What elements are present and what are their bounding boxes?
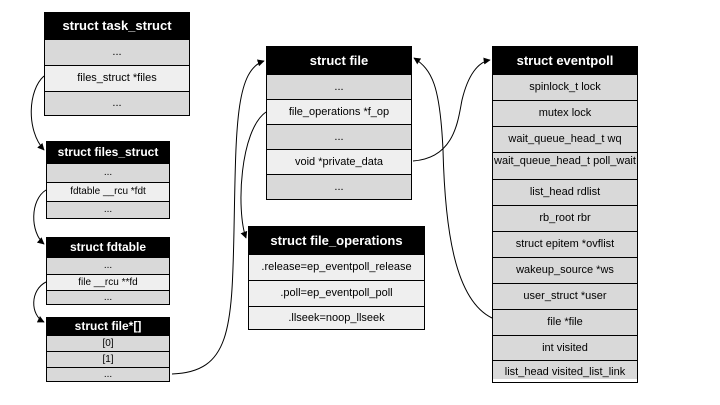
arrow-files-to-files-struct	[30, 75, 45, 151]
task-struct-box: struct task_struct ... files_struct *fil…	[44, 12, 190, 116]
arrow-file-array-to-file	[171, 59, 265, 375]
files-struct-box: struct files_struct ... fdtable __rcu *f…	[46, 141, 170, 219]
file-field-4: ...	[267, 174, 411, 199]
eventpoll-field-ovflist: struct epitem *ovflist	[493, 231, 637, 257]
file-field-0: ...	[267, 74, 411, 99]
files-struct-field-fdt: fdtable __rcu *fdt	[47, 182, 169, 201]
fdtable-field-fd: file __rcu **fd	[47, 274, 169, 290]
eventpoll-field-rbr: rb_root rbr	[493, 205, 637, 231]
file-operations-llseek: .llseek=noop_llseek	[249, 306, 424, 329]
file-title: struct file	[267, 47, 411, 74]
eventpoll-field-mutex: mutex lock	[493, 100, 637, 126]
files-struct-field-0: ...	[47, 163, 169, 182]
file-operations-release: .release=ep_eventpoll_release	[249, 254, 424, 280]
file-operations-poll: .poll=ep_eventpoll_poll	[249, 280, 424, 306]
eventpoll-field-user: user_struct *user	[493, 283, 637, 309]
eventpoll-box: struct eventpoll spinlock_t lock mutex l…	[492, 46, 638, 383]
eventpoll-field-ws: wakeup_source *ws	[493, 257, 637, 283]
eventpoll-title: struct eventpoll	[493, 47, 637, 74]
file-array-index-0: [0]	[47, 335, 169, 351]
arrow-f-op-to-file-operations	[240, 111, 267, 239]
file-field-f-op: file_operations *f_op	[267, 99, 411, 124]
eventpoll-field-wq: wait_queue_head_t wq	[493, 126, 637, 152]
fdtable-field-2: ...	[47, 290, 169, 304]
file-operations-title: struct file_operations	[249, 227, 424, 254]
fdtable-field-0: ...	[47, 257, 169, 274]
eventpoll-field-visited-list-link: list_head visited_list_link	[493, 360, 637, 379]
file-field-2: ...	[267, 124, 411, 149]
task-struct-field-2: ...	[45, 91, 189, 115]
arrow-fd-to-file-array	[33, 281, 47, 323]
file-operations-box: struct file_operations .release=ep_event…	[248, 226, 425, 330]
file-array-index-1: [1]	[47, 351, 169, 367]
arrow-eventpoll-file-to-file	[413, 57, 493, 319]
task-struct-title: struct task_struct	[45, 13, 189, 39]
eventpoll-field-lock: spinlock_t lock	[493, 74, 637, 100]
fdtable-box: struct fdtable ... file __rcu **fd ...	[46, 237, 170, 305]
files-struct-field-2: ...	[47, 201, 169, 218]
task-struct-field-files: files_struct *files	[45, 65, 189, 91]
files-struct-title: struct files_struct	[47, 142, 169, 163]
file-array-box: struct file*[] [0] [1] ...	[46, 317, 170, 382]
eventpoll-field-file: file *file	[493, 309, 637, 335]
eventpoll-field-poll-wait: wait_queue_head_t poll_wait	[493, 152, 637, 179]
file-array-title: struct file*[]	[47, 318, 169, 335]
eventpoll-field-visited: int visited	[493, 335, 637, 360]
arrow-private-data-to-eventpoll	[412, 57, 491, 162]
file-box: struct file ... file_operations *f_op ..…	[266, 46, 412, 200]
fdtable-title: struct fdtable	[47, 238, 169, 257]
arrow-fdt-to-fdtable	[33, 189, 47, 245]
task-struct-field-0: ...	[45, 39, 189, 65]
file-array-index-2: ...	[47, 367, 169, 381]
file-field-private-data: void *private_data	[267, 149, 411, 174]
eventpoll-field-rdlist: list_head rdlist	[493, 179, 637, 205]
